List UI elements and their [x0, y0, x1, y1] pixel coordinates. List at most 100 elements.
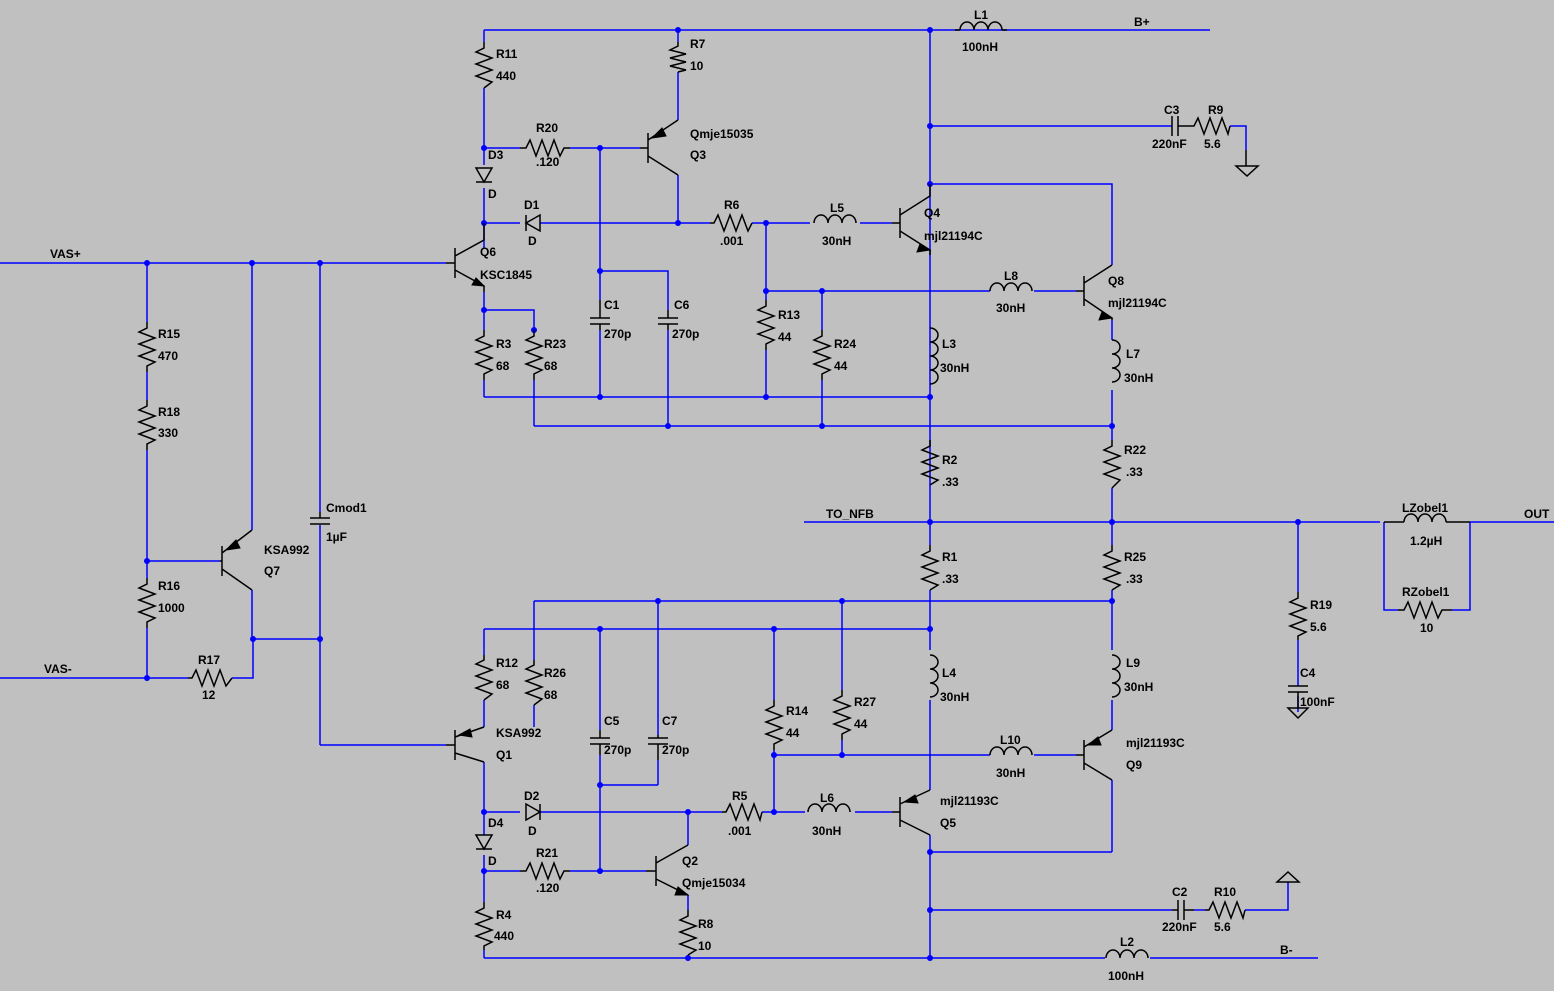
- value-label: 30nH: [822, 234, 851, 248]
- ref-label: R8: [698, 917, 714, 931]
- inductor-l7: [1111, 339, 1121, 383]
- value-label: 440: [496, 69, 516, 83]
- inductor-l1: [955, 21, 1007, 31]
- capacitor-c3: [1171, 116, 1190, 136]
- value-label: KSA992: [264, 543, 310, 557]
- value-label: 1.2µH: [1410, 534, 1442, 548]
- ref-label: R7: [690, 37, 706, 51]
- value-label: 30nH: [812, 824, 841, 838]
- ref-label: R2: [942, 453, 958, 467]
- resistor-r21: [520, 860, 570, 882]
- ref-label: R11: [496, 47, 518, 61]
- net-label: VAS-: [44, 662, 72, 676]
- ref-label: Q3: [690, 148, 706, 162]
- transistor-q3: [640, 119, 679, 176]
- resistor-r15: [136, 322, 158, 372]
- value-label: D: [528, 824, 537, 838]
- resistor-r8: [677, 910, 699, 956]
- resistor-r6: [710, 212, 753, 234]
- ref-label: D1: [524, 198, 540, 212]
- ref-label: L8: [1004, 269, 1018, 283]
- ref-label: RZobel1: [1402, 585, 1450, 599]
- value-label: 68: [544, 359, 558, 373]
- ref-label: R14: [786, 704, 808, 718]
- ref-label: L9: [1126, 656, 1140, 670]
- capacitor-c4: [1288, 685, 1308, 696]
- ref-label: R26: [544, 666, 566, 680]
- value-label: 270p: [662, 743, 689, 757]
- ref-label: L4: [942, 666, 956, 680]
- value-label: 10: [698, 939, 712, 953]
- value-label: 30nH: [1124, 371, 1153, 385]
- value-label: KSC1845: [480, 268, 532, 282]
- ref-label: Cmod1: [326, 501, 367, 515]
- resistor-rzobel1: [1398, 599, 1452, 621]
- value-label: .33: [942, 475, 959, 489]
- transistor-q4: [892, 184, 932, 255]
- value-label: 5.6: [1310, 620, 1327, 634]
- ref-label: L5: [830, 201, 844, 215]
- value-label: 68: [496, 359, 510, 373]
- value-label: 30nH: [996, 301, 1025, 315]
- value-label: Qmje15035: [690, 127, 754, 141]
- resistor-r3: [473, 330, 495, 380]
- ref-label: C2: [1172, 885, 1188, 899]
- ref-label: L1: [974, 8, 988, 22]
- value-label: .33: [1126, 572, 1143, 586]
- value-label: 44: [834, 359, 848, 373]
- ref-label: C7: [662, 714, 678, 728]
- value-label: 30nH: [1124, 680, 1153, 694]
- inductor-l8: [989, 282, 1033, 292]
- resistor-r18: [136, 400, 158, 450]
- value-label: 220nF: [1152, 137, 1187, 151]
- ref-label: R5: [732, 789, 748, 803]
- resistor-r13: [755, 300, 777, 350]
- inductor-l4: [929, 654, 939, 698]
- capacitor-c7: [648, 735, 668, 760]
- ref-label: R27: [854, 695, 876, 709]
- ref-label: Q1: [496, 748, 512, 762]
- value-label: 100nH: [962, 40, 998, 54]
- resistor-r27: [831, 690, 853, 740]
- ref-label: R10: [1214, 885, 1236, 899]
- ref-label: L6: [820, 791, 834, 805]
- value-label: 10: [1420, 621, 1434, 635]
- value-label: 68: [496, 678, 510, 692]
- net-label: B+: [1134, 15, 1150, 29]
- ref-label: Q7: [264, 564, 280, 578]
- value-label: mjl21194C: [1108, 296, 1167, 310]
- inductor-l3: [929, 327, 939, 385]
- ground-symbol: [1275, 870, 1301, 883]
- value-label: 44: [778, 330, 792, 344]
- value-label: 44: [786, 726, 800, 740]
- capacitor-c1: [590, 300, 610, 330]
- resistor-r20: [520, 137, 570, 159]
- resistor-r24: [811, 330, 833, 380]
- ref-label: LZobel1: [1402, 501, 1448, 515]
- diode-d4: [474, 834, 494, 851]
- transistor-q8: [1076, 264, 1114, 321]
- ref-label: R22: [1124, 443, 1146, 457]
- inductor-l6: [807, 803, 851, 813]
- value-label: KSA992: [496, 726, 542, 740]
- ref-label: Q9: [1126, 758, 1142, 772]
- resistor-r25: [1101, 545, 1123, 591]
- value-label: 1000: [158, 601, 185, 615]
- ref-label: C6: [674, 298, 690, 312]
- capacitor-c2: [1172, 900, 1194, 920]
- ref-label: Q5: [940, 816, 956, 830]
- value-label: 1µF: [326, 530, 347, 544]
- value-label: 440: [494, 929, 514, 943]
- ref-label: C5: [604, 714, 620, 728]
- ref-label: R23: [544, 337, 566, 351]
- capacitor-c5: [590, 730, 610, 755]
- ref-label: R24: [834, 337, 856, 351]
- ref-label: R15: [158, 327, 180, 341]
- net-label: VAS+: [50, 247, 81, 261]
- diode-d3: [474, 167, 494, 184]
- value-label: 100nH: [1108, 969, 1144, 983]
- value-label: 270p: [672, 327, 699, 341]
- capacitor-cmod1: [310, 512, 330, 525]
